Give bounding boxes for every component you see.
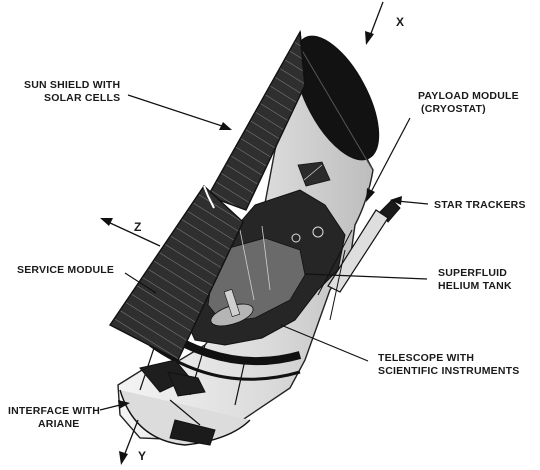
label-superfluid-line1: SUPERFLUID	[438, 267, 507, 279]
axis-x-label: X	[396, 15, 404, 29]
label-sun-shield-line2: SOLAR CELLS	[44, 92, 120, 104]
axis-z-label: Z	[134, 220, 142, 234]
star-tracker	[317, 199, 401, 321]
label-service-module: SERVICE MODULE	[17, 264, 114, 276]
axis-x: X	[365, 1, 404, 45]
leader-lines	[99, 94, 429, 411]
label-telescope-line2: SCIENTIFIC INSTRUMENTS	[378, 365, 520, 377]
label-telescope-line1: TELESCOPE WITH	[378, 352, 474, 364]
solar-panel-lower	[108, 184, 244, 361]
label-payload-line2: (CRYOSTAT)	[421, 103, 486, 115]
label-superfluid-line2: HELIUM TANK	[438, 280, 512, 292]
label-payload-module: PAYLOAD MODULE (CRYOSTAT)	[418, 90, 519, 115]
axis-z: Z	[100, 218, 161, 247]
label-sun-shield-line1: SUN SHIELD WITH	[24, 79, 120, 91]
label-interface-line2: ARIANE	[38, 418, 79, 430]
axis-y-label: Y	[138, 449, 146, 463]
sun-shield-solar-panels	[108, 29, 306, 361]
cutaway-interior	[184, 161, 346, 346]
axis-y: Y	[119, 419, 146, 465]
label-superfluid-helium-tank: SUPERFLUID HELIUM TANK	[438, 267, 512, 292]
label-payload-line1: PAYLOAD MODULE	[418, 90, 519, 102]
label-interface-line1: INTERFACE WITH	[8, 405, 100, 417]
label-sun-shield: SUN SHIELD WITH SOLAR CELLS	[24, 79, 120, 104]
label-star-trackers: STAR TRACKERS	[434, 199, 526, 211]
aperture-ellipse	[294, 35, 380, 161]
label-interface-ariane: INTERFACE WITH ARIANE	[8, 405, 100, 430]
label-telescope: TELESCOPE WITH SCIENTIFIC INSTRUMENTS	[378, 352, 520, 377]
payload-module-body	[117, 35, 380, 441]
